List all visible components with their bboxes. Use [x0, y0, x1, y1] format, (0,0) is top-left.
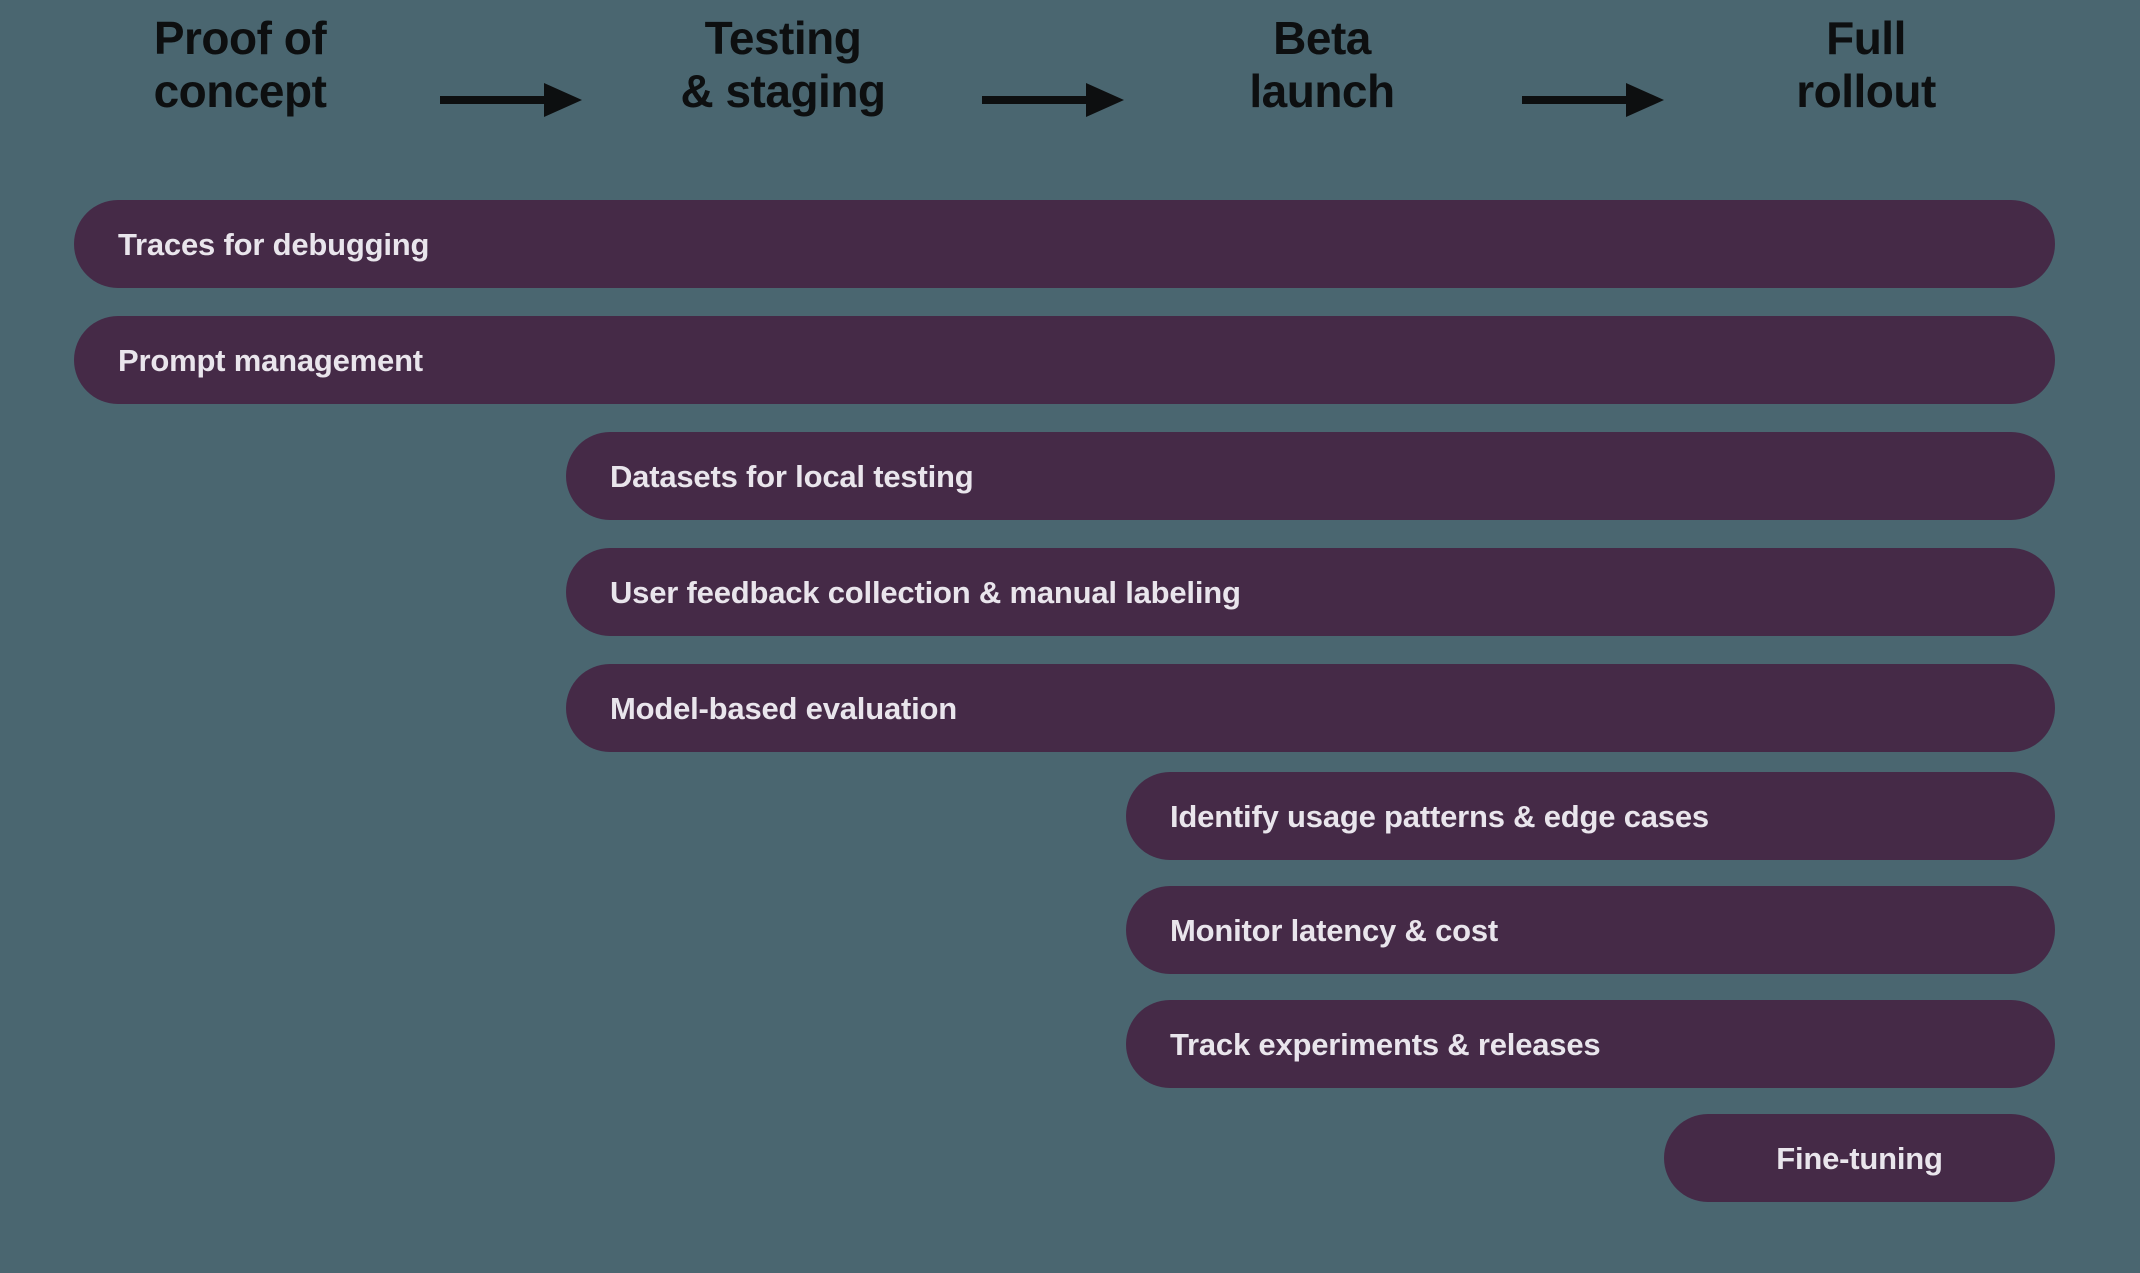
- capability-bar[interactable]: User feedback collection & manual labeli…: [566, 548, 2055, 636]
- capability-bar-label: Datasets for local testing: [610, 458, 974, 494]
- capability-bar-label: Identify usage patterns & edge cases: [1170, 798, 1709, 834]
- capability-bar[interactable]: Identify usage patterns & edge cases: [1126, 772, 2055, 860]
- capability-bar-label: Prompt management: [118, 342, 423, 378]
- capability-bar-label: Model-based evaluation: [610, 690, 957, 726]
- stage-label-4: Full rollout: [1796, 12, 1936, 117]
- capability-bar-label: Monitor latency & cost: [1170, 912, 1499, 948]
- stage-arrow-1-icon: [440, 80, 582, 120]
- capability-bar-label: Traces for debugging: [118, 226, 430, 262]
- stage-arrow-2-icon: [982, 80, 1124, 120]
- capability-bar-label: Fine-tuning: [1776, 1140, 1943, 1176]
- capability-bar[interactable]: Model-based evaluation: [566, 664, 2055, 752]
- stage-arrow-3-icon: [1522, 80, 1664, 120]
- capability-bar-label: Track experiments & releases: [1170, 1026, 1601, 1062]
- capability-bar[interactable]: Fine-tuning: [1664, 1114, 2055, 1202]
- capability-bar[interactable]: Prompt management: [74, 316, 2055, 404]
- stage-header-row: Proof of concept Testing & staging Beta la…: [0, 12, 2140, 162]
- capability-bar[interactable]: Traces for debugging: [74, 200, 2055, 288]
- stage-label-2: Testing & staging: [680, 12, 886, 117]
- capability-bar-label: User feedback collection & manual labeli…: [610, 574, 1241, 610]
- stage-label-1: Proof of concept: [153, 12, 327, 117]
- stage-label-3: Beta launch: [1249, 12, 1395, 117]
- capability-bar[interactable]: Track experiments & releases: [1126, 1000, 2055, 1088]
- capability-bar[interactable]: Datasets for local testing: [566, 432, 2055, 520]
- capability-bar[interactable]: Monitor latency & cost: [1126, 886, 2055, 974]
